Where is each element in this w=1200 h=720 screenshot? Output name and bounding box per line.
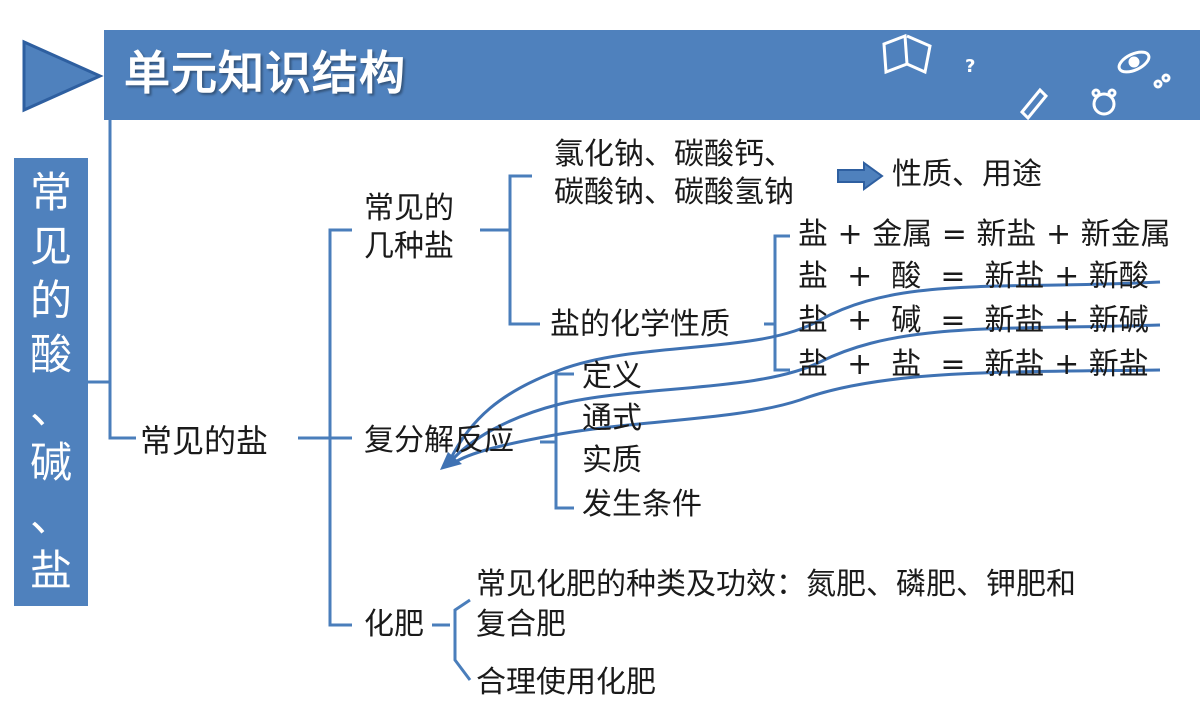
- salts-result: 性质、用途: [892, 157, 1042, 192]
- branch1-label-line1: 常见的: [364, 191, 454, 226]
- page-title: 单元知识结构: [124, 46, 406, 100]
- branch3-label: 化肥: [364, 607, 424, 642]
- header-banner: [104, 30, 1200, 120]
- book-icon: [882, 33, 932, 75]
- root-bracket: [108, 382, 136, 440]
- main-bracket: [328, 228, 352, 627]
- flow-curve-3: [451, 368, 1161, 466]
- branch1-bracket: [508, 174, 540, 326]
- chem-props-label: 盐的化学性质: [550, 307, 730, 342]
- fertilizer-types-line1: 常见化肥的种类及功效：氮肥、磷肥、钾肥和: [476, 567, 1076, 602]
- branch2-item-conditions: 发生条件: [582, 487, 702, 522]
- branch2-item-definition: 定义: [582, 359, 642, 394]
- branch2-bracket: [554, 372, 574, 510]
- sidebar-panel: [14, 158, 88, 606]
- salts-list-line1: 氯化钠、碳酸钙、: [554, 137, 794, 172]
- flow-arrowhead-icon: [440, 452, 462, 470]
- branch2-item-essence: 实质: [582, 443, 642, 478]
- alarm-clock-icon: [1091, 88, 1117, 116]
- salts-list-line2: 碳酸钠、碳酸氢钠: [554, 175, 794, 210]
- sidebar-char: 碱: [29, 438, 72, 487]
- sidebar-title: 常 见 的 酸 、 碱 、 盐: [14, 166, 88, 598]
- reaction-base: 盐 + 碱 = 新盐 + 新碱: [798, 303, 1149, 338]
- branch2-item-formula: 通式: [582, 401, 642, 436]
- sidebar-char: 见: [29, 222, 72, 271]
- flask-icon: [1019, 87, 1049, 121]
- reaction-salt: 盐 + 盐 = 新盐 + 新盐: [798, 347, 1149, 382]
- sidebar-char: 常: [29, 168, 72, 217]
- arrow-right-icon: [837, 161, 884, 191]
- reactions-bracket: [773, 234, 790, 372]
- flow-curve-2: [448, 323, 1161, 464]
- root-node: 常见的盐: [140, 422, 269, 460]
- fertilizer-usage: 合理使用化肥: [476, 665, 656, 700]
- question-mark-icon: ?: [965, 56, 975, 77]
- branch1-label-line2: 几种盐: [364, 229, 454, 264]
- play-triangle-icon: [22, 39, 104, 113]
- sidebar-char: 、: [29, 492, 72, 541]
- branch3-bracket: [453, 598, 472, 681]
- sidebar-char: 、: [29, 384, 72, 433]
- sidebar-char: 酸: [29, 330, 72, 379]
- flow-curve-1: [448, 280, 1161, 461]
- reaction-metal: 盐 + 金属 = 新盐 + 新金属: [798, 217, 1171, 252]
- sidebar-char: 的: [29, 276, 72, 325]
- branch2-label: 复分解反应: [364, 423, 514, 458]
- atom-icon: [1117, 50, 1151, 74]
- fertilizer-types-line2: 复合肥: [476, 607, 566, 642]
- molecule-icon: [1153, 73, 1171, 89]
- reaction-acid: 盐 + 酸 = 新盐 + 新酸: [798, 259, 1149, 294]
- sidebar-connector: [88, 120, 112, 384]
- sidebar-char: 盐: [29, 546, 72, 595]
